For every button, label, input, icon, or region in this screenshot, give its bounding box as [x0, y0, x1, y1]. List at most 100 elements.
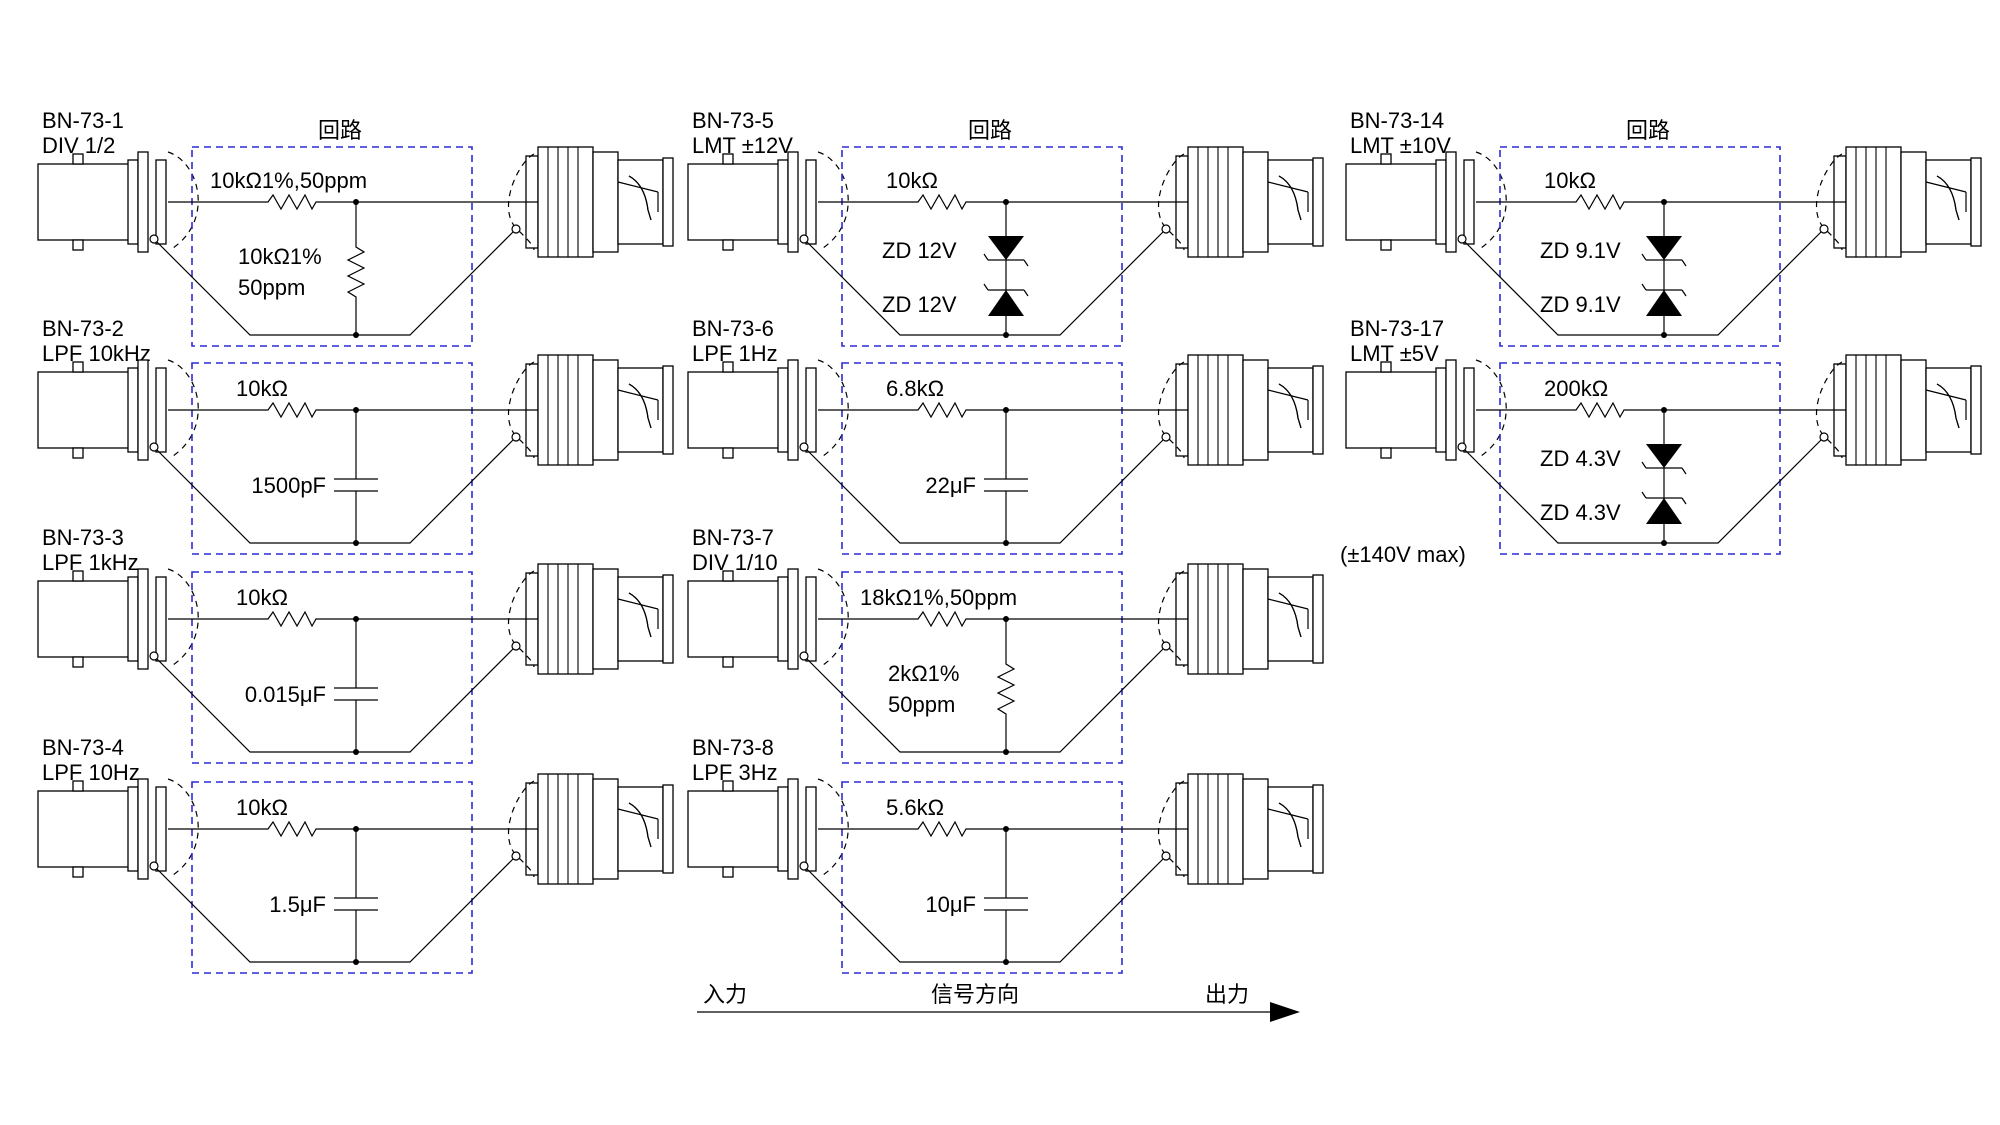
input-shield-icon: [817, 568, 849, 668]
input-shield-icon: [167, 359, 199, 459]
input-ground-terminal: [799, 651, 809, 661]
output-ground-terminal: [1161, 224, 1171, 234]
shunt-value-label: 10μF: [925, 892, 976, 917]
zener-lower-label: ZD 9.1V: [1540, 292, 1621, 317]
input-shield-icon: [167, 151, 199, 251]
circuit-name-label: LMT ±10V: [1350, 133, 1451, 158]
circuit-name-label: LPF 1kHz: [42, 550, 139, 575]
shunt-resistor-icon: [996, 619, 1016, 752]
output-bnc-connector-icon: [525, 563, 674, 675]
circuit-name-label: LMT ±5V: [1350, 341, 1439, 366]
input-ground-terminal: [1457, 234, 1467, 244]
output-ground-terminal: [1819, 432, 1829, 442]
shunt-tolerance-label: 50ppm: [238, 275, 305, 300]
ground-return-wire: [806, 858, 1164, 963]
input-ground-terminal: [149, 442, 159, 452]
shunt-value-label: 1500pF: [251, 473, 326, 498]
series-resistor-icon: [1567, 402, 1633, 418]
input-bnc-connector-icon: [687, 359, 817, 461]
series-resistor-icon: [1567, 194, 1633, 210]
output-bnc-connector-icon: [1175, 146, 1324, 258]
output-bnc-connector-icon: [525, 354, 674, 466]
zener-upper-label: ZD 12V: [882, 238, 957, 263]
input-label: 入力: [703, 982, 747, 1007]
ground-return-wire: [156, 858, 514, 963]
circuit-name-label: LPF 3Hz: [692, 760, 778, 785]
input-shield-icon: [1475, 359, 1507, 459]
input-bnc-connector-icon: [37, 359, 167, 461]
input-ground-terminal: [799, 861, 809, 871]
ground-return-wire: [1464, 439, 1822, 544]
input-bnc-connector-icon: [687, 568, 817, 670]
circuit-box: [841, 362, 1123, 555]
circuit-id-label: BN-73-14: [1350, 108, 1444, 133]
signal-direction-indicator: 入力 信号方向 出力: [697, 982, 1300, 1022]
output-label: 出力: [1205, 982, 1249, 1007]
output-ground-terminal: [1161, 641, 1171, 651]
zener-diode-lower-icon: [1646, 498, 1682, 524]
input-bnc-connector-icon: [37, 151, 167, 253]
arrow-right-icon: [1270, 1002, 1300, 1022]
series-resistor-icon: [909, 402, 975, 418]
capacitor-icon: [334, 687, 378, 701]
circuit-box: [191, 571, 473, 764]
circuit-id-label: BN-73-3: [42, 525, 124, 550]
series-value-label: 10kΩ: [236, 795, 288, 820]
circuit-id-label: BN-73-4: [42, 735, 124, 760]
circuit-box: [191, 362, 473, 555]
circuit-name-label: LPF 10kHz: [42, 341, 151, 366]
zener-diode-upper-icon: [1646, 236, 1682, 260]
input-shield-icon: [817, 359, 849, 459]
output-ground-terminal: [511, 432, 521, 442]
circuit-box: [191, 781, 473, 974]
series-resistor-icon: [259, 402, 325, 418]
zener-diode-lower-icon: [988, 290, 1024, 316]
output-bnc-connector-icon: [1175, 354, 1324, 466]
circuit-box: [841, 781, 1123, 974]
circuit-box: [1499, 146, 1781, 347]
output-ground-terminal: [511, 224, 521, 234]
circuit-name-label: LPF 10Hz: [42, 760, 140, 785]
shunt-tolerance-label: 50ppm: [888, 692, 955, 717]
direction-label: 信号方向: [931, 982, 1019, 1007]
output-ground-terminal: [511, 851, 521, 861]
series-resistor-icon: [909, 821, 975, 837]
circuit-box: [841, 146, 1123, 347]
input-ground-terminal: [799, 234, 809, 244]
series-value-label: 6.8kΩ: [886, 376, 944, 401]
ground-return-wire: [156, 648, 514, 753]
output-ground-terminal: [511, 641, 521, 651]
input-ground-terminal: [149, 651, 159, 661]
section-title: 回路: [318, 118, 362, 143]
output-bnc-connector-icon: [1833, 354, 1982, 466]
circuit-id-label: BN-73-5: [692, 108, 774, 133]
circuit-id-label: BN-73-8: [692, 735, 774, 760]
input-bnc-connector-icon: [37, 568, 167, 670]
input-ground-terminal: [149, 234, 159, 244]
series-value-label: 10kΩ: [236, 585, 288, 610]
input-ground-terminal: [1457, 442, 1467, 452]
circuit-id-label: BN-73-1: [42, 108, 124, 133]
input-shield-icon: [817, 778, 849, 878]
circuit-id-label: BN-73-6: [692, 316, 774, 341]
series-value-label: 10kΩ1%,50ppm: [210, 168, 367, 193]
circuit-box: [191, 146, 473, 347]
series-value-label: 10kΩ: [1544, 168, 1596, 193]
ground-return-wire: [156, 439, 514, 544]
series-resistor-icon: [909, 611, 975, 627]
capacitor-icon: [984, 897, 1028, 911]
output-bnc-connector-icon: [1175, 773, 1324, 885]
shunt-value-label: 1.5μF: [269, 892, 326, 917]
circuit-name-label: LPF 1Hz: [692, 341, 778, 366]
zener-lower-label: ZD 12V: [882, 292, 957, 317]
series-value-label: 10kΩ: [236, 376, 288, 401]
series-value-label: 5.6kΩ: [886, 795, 944, 820]
ground-return-wire: [806, 648, 1164, 753]
